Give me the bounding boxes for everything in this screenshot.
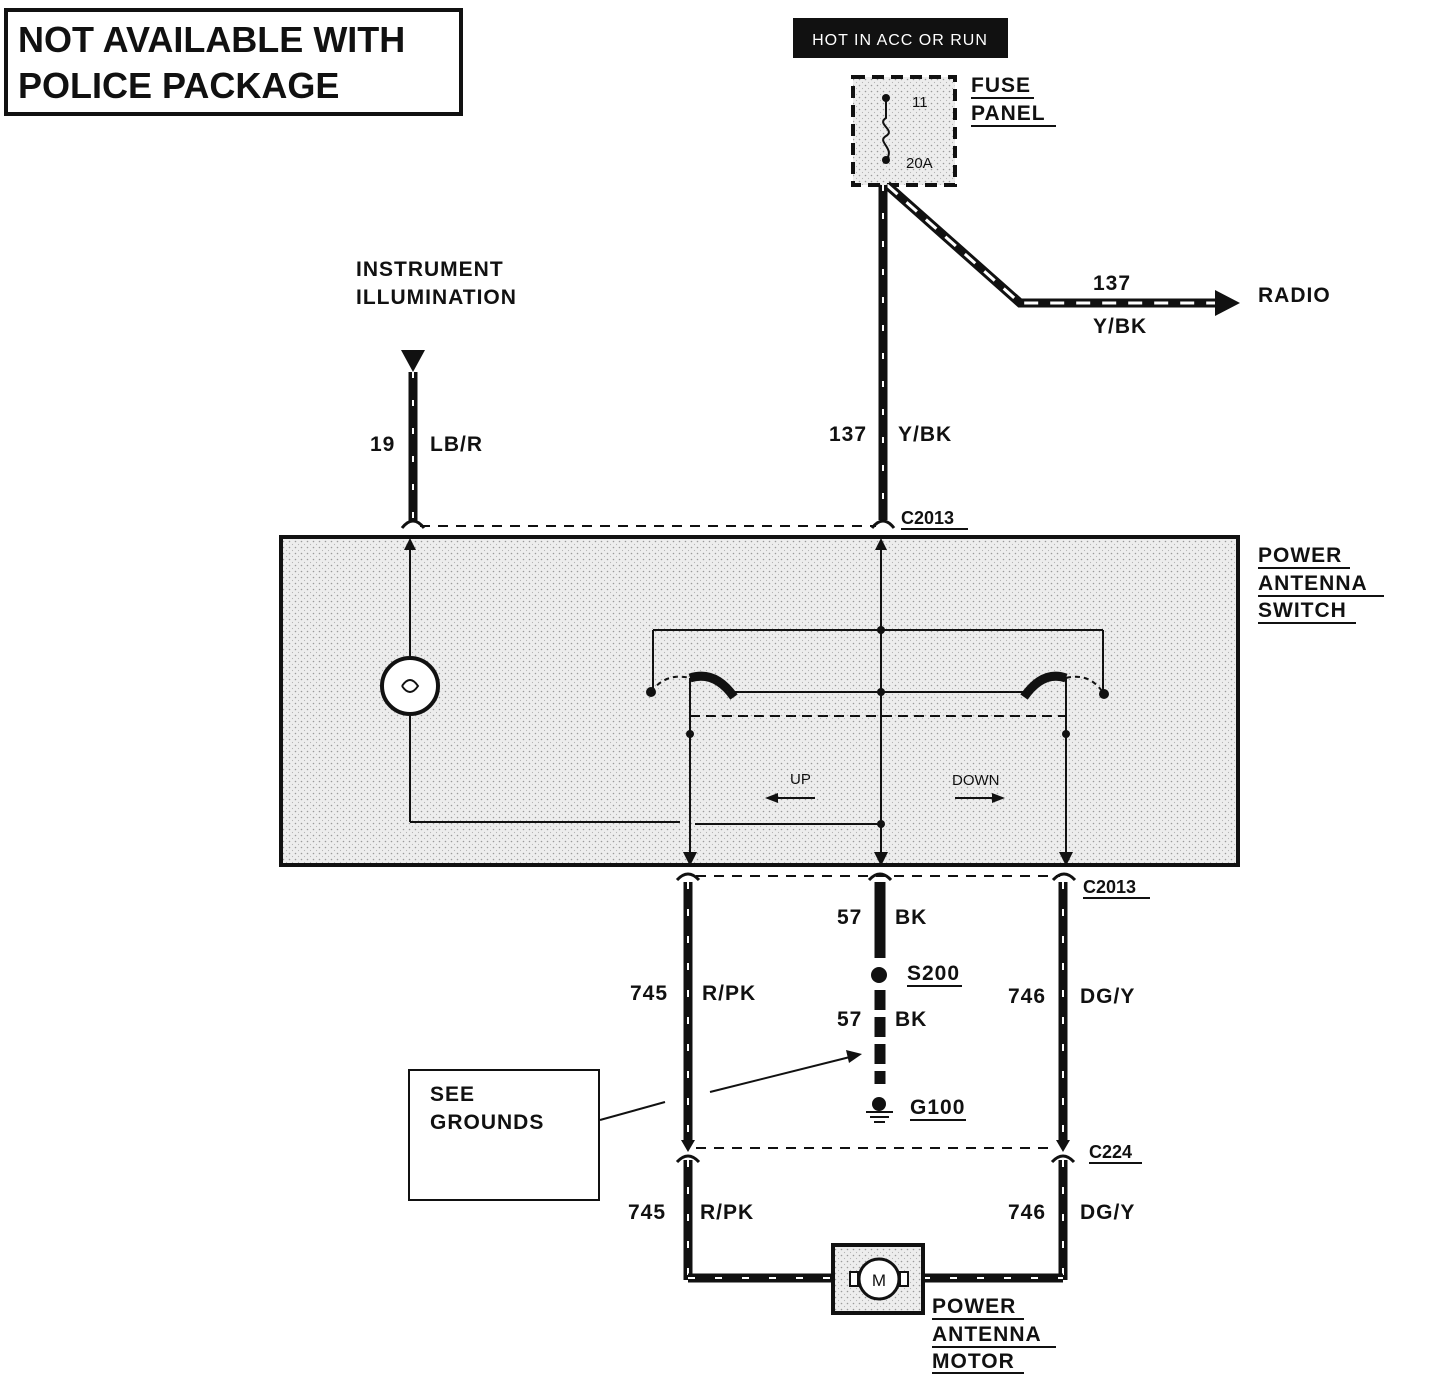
left-circuit-upper: 745 [630, 982, 668, 1005]
fuse-element-icon [882, 98, 890, 161]
connector-top-label: C2013 [901, 508, 954, 528]
notice-line-2: POLICE PACKAGE [18, 65, 339, 106]
splice-label: S200 [907, 962, 960, 985]
fuse-panel: 11 20A FUSE PANEL [851, 74, 1056, 187]
motor-title-1: POWER [932, 1295, 1016, 1318]
feed-circuit: 137 [829, 423, 867, 446]
notice-box: NOT AVAILABLE WITH POLICE PACKAGE [4, 8, 463, 116]
fuse-panel-title-1: FUSE [971, 74, 1031, 97]
power-source-banner: HOT IN ACC OR RUN [793, 18, 1008, 58]
feed-color: Y/BK [898, 423, 952, 446]
ground-label: G100 [910, 1096, 965, 1119]
switch-title-2: ANTENNA [1258, 572, 1368, 595]
callout-arrow-icon [846, 1050, 862, 1063]
notice-line-1: NOT AVAILABLE WITH [18, 19, 405, 60]
connector-c224: C224 [675, 1142, 1142, 1164]
right-color-upper: DG/Y [1080, 985, 1135, 1008]
motor-symbol: M [872, 1271, 886, 1290]
right-color-lower: DG/Y [1080, 1201, 1135, 1224]
connector-c224-label: C224 [1089, 1142, 1132, 1162]
fuse-rating: 20A [906, 155, 933, 172]
illumination-feed: INSTRUMENT ILLUMINATION 19 LB/R [356, 258, 517, 522]
illumination-lamp-icon [380, 656, 440, 716]
radio-arrow-icon [1215, 290, 1240, 316]
down-contact-icon [1020, 671, 1068, 700]
illumination-line-2: ILLUMINATION [356, 286, 517, 309]
switch-title-3: SWITCH [1258, 599, 1347, 622]
ground-symbol-icon [866, 1097, 893, 1123]
switch-title-1: POWER [1258, 544, 1342, 567]
illumination-color: LB/R [430, 433, 483, 456]
see-grounds-line-1: SEE [430, 1083, 475, 1106]
see-grounds-line-2: GROUNDS [430, 1111, 544, 1134]
power-antenna-switch: UP DOWN POWER ANTENNA SWITCH [279, 535, 1384, 867]
left-circuit-lower: 745 [628, 1201, 666, 1224]
fuse-panel-title-2: PANEL [971, 102, 1046, 125]
right-circuit-upper: 746 [1008, 985, 1046, 1008]
connector-c2013-top: C2013 [400, 508, 968, 530]
left-color-lower: R/PK [700, 1201, 754, 1224]
ground-color-upper: BK [895, 906, 927, 929]
left-motor-wire: 745 R/PK 745 R/PK [628, 882, 756, 1280]
illumination-arrow-icon [401, 350, 425, 372]
right-motor-wire: 746 DG/Y 746 DG/Y [1008, 882, 1135, 1280]
radio-color: Y/BK [1093, 315, 1147, 338]
radio-circuit: 137 [1093, 272, 1131, 295]
feed-wire-137: 137 Y/BK [829, 185, 952, 520]
up-contact-icon [688, 671, 738, 700]
ground-circuit-lower: 57 [837, 1008, 862, 1031]
fuse-number: 11 [912, 94, 928, 111]
right-circuit-lower: 746 [1008, 1201, 1046, 1224]
up-label: UP [790, 771, 811, 788]
power-source-label: HOT IN ACC OR RUN [812, 32, 988, 49]
see-grounds-callout: SEE GROUNDS [408, 1050, 862, 1201]
ground-color-lower: BK [895, 1008, 927, 1031]
motor-title-2: ANTENNA [932, 1323, 1042, 1346]
radio-feed-wire: 137 Y/BK RADIO [884, 181, 1331, 338]
down-label: DOWN [952, 772, 1000, 789]
radio-destination: RADIO [1258, 284, 1331, 307]
illumination-circuit: 19 [370, 433, 395, 456]
splice-dot-icon [871, 967, 887, 983]
ground-circuit-upper: 57 [837, 906, 862, 929]
motor-title-3: MOTOR [932, 1350, 1015, 1373]
power-antenna-motor: M POWER ANTENNA MOTOR [688, 1243, 1063, 1374]
ground-wire-57: 57 BK S200 57 BK G100 [837, 882, 966, 1123]
down-arrow-icon [992, 793, 1005, 803]
connector-bottom-label: C2013 [1083, 877, 1136, 897]
up-arrow-icon [765, 793, 778, 803]
illumination-line-1: INSTRUMENT [356, 258, 504, 281]
left-color-upper: R/PK [702, 982, 756, 1005]
connector-c2013-bottom: C2013 [675, 852, 1150, 899]
